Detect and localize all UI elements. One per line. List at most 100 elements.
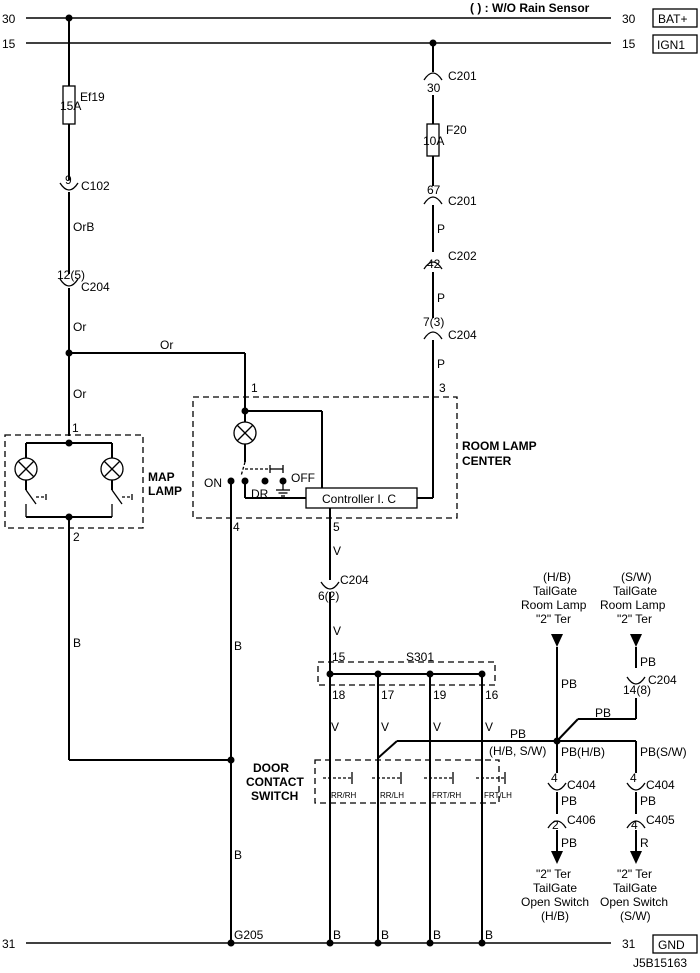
- bulb-room-icon: [233, 421, 257, 445]
- c204-room-pin: 6(2): [318, 589, 339, 603]
- wire-v-17: V: [381, 720, 389, 734]
- c201a-id: C201: [448, 69, 477, 83]
- hb-switch-line-4: (H/B): [541, 909, 569, 923]
- sw-lamp-line-1: (S/W): [621, 570, 652, 584]
- connector-c204-left-icon: [59, 278, 79, 287]
- ign-rail-num-left: 15: [2, 37, 16, 51]
- ign-rail-tag: IGN1: [657, 38, 685, 52]
- splice-pin-16: 16: [485, 688, 499, 702]
- connector-c204-right-icon: [423, 331, 443, 340]
- wire-pb-hb-2: PB(H/B): [561, 745, 605, 759]
- c405-pin: 4: [631, 818, 638, 832]
- c102-pin: 9: [65, 173, 72, 187]
- wire-pb-a: PB: [561, 794, 577, 808]
- wire-b-gnd-1: B: [333, 928, 341, 942]
- connector-c201-top-icon: [423, 72, 443, 81]
- connector-c404b-icon: [626, 782, 646, 791]
- wire-v-2: V: [333, 624, 341, 638]
- door-switch-title-2: CONTACT: [246, 775, 304, 789]
- c201b-pin: 67: [427, 183, 441, 197]
- door-switch-frt-rh: FRT/RH: [432, 791, 461, 800]
- hb-lamp-line-3: Room Lamp: [521, 598, 587, 612]
- room-lamp-title-2: CENTER: [462, 454, 512, 468]
- hb-switch-line-2: TailGate: [533, 881, 577, 895]
- wire-or-3: Or: [73, 387, 86, 401]
- c406-id: C406: [567, 813, 596, 827]
- ign-rail-num-right: 15: [622, 37, 636, 51]
- sw-lamp-line-4: "2" Ter: [617, 612, 652, 626]
- arrow-hb-lamp-icon: [551, 634, 563, 647]
- wire-b-gnd-3: B: [433, 928, 441, 942]
- c404b-id: C404: [646, 778, 675, 792]
- bulb-right-icon: [100, 457, 124, 481]
- switch-off-label: OFF: [291, 471, 315, 485]
- gnd-rail-tag: GND: [658, 938, 685, 952]
- connector-c204-tg-icon: [626, 676, 646, 685]
- tailgate-section: (H/B) TailGate Room Lamp "2" Ter (S/W) T…: [521, 570, 687, 923]
- sw-switch-line-4: (S/W): [620, 909, 651, 923]
- connector-c201-bottom-icon: [423, 196, 443, 205]
- door-switch-rr-rh: RR/RH: [331, 791, 357, 800]
- splice-pin-19: 19: [433, 688, 447, 702]
- arrow-hb-switch-icon: [551, 851, 563, 864]
- map-lamp-pin-top: 1: [72, 421, 79, 435]
- connector-c202-icon: [423, 261, 443, 270]
- arrow-sw-switch-icon: [630, 851, 642, 864]
- c405-id: C405: [646, 813, 675, 827]
- splice-pin-in: 15: [332, 650, 346, 664]
- wire-pb-c: PB: [561, 836, 577, 850]
- wire-p-1: P: [437, 222, 445, 236]
- wire-v-18: V: [331, 720, 339, 734]
- connector-c404a-icon: [547, 782, 567, 791]
- controller-ic-label: Controller I. C: [322, 492, 396, 506]
- wire-p-2: P: [437, 291, 445, 305]
- left-branch: Ef19 15A 9 C102 OrB 12(5) C204 Or Or Or: [57, 14, 245, 436]
- door-switch-contacts-icon: [323, 772, 506, 784]
- connector-c204-room-icon: [320, 581, 340, 590]
- hb-lamp-line-1: (H/B): [543, 570, 571, 584]
- switch-left-icon: [25, 489, 47, 517]
- room-lamp-switch-icon: [227, 461, 287, 485]
- hb-lamp-line-2: TailGate: [533, 584, 577, 598]
- room-lamp-pin-5: 5: [333, 520, 340, 534]
- connector-c406-icon: [547, 820, 567, 829]
- room-lamp-pin-1: 1: [251, 381, 258, 395]
- wire-r: R: [640, 836, 649, 850]
- ground-junctions: G205 B B B B: [227, 928, 493, 947]
- sw-switch-line-3: Open Switch: [600, 895, 668, 909]
- ground-symbol-icon: [276, 481, 290, 497]
- splice-pin-17: 17: [381, 688, 395, 702]
- splice-pin-18: 18: [332, 688, 346, 702]
- sw-lamp-line-2: TailGate: [613, 584, 657, 598]
- fuse-ef19-rating: 15A: [60, 99, 81, 113]
- wire-v: V: [333, 544, 341, 558]
- bat-rail-tag: BAT+: [658, 12, 687, 26]
- c204-tg-pin: 14(8): [623, 683, 651, 697]
- right-branch: 30 C201 F20 10A 67 C201 P 42 C202 P 7(3)…: [423, 39, 477, 492]
- sw-switch-line-1: "2" Ter: [617, 867, 652, 881]
- hb-switch-line-3: Open Switch: [521, 895, 589, 909]
- fuse-f20-id: F20: [446, 123, 467, 137]
- room-lamp-title-1: ROOM LAMP: [462, 439, 537, 453]
- sw-switch-line-2: TailGate: [613, 881, 657, 895]
- c202-pin: 42: [427, 257, 441, 271]
- fuse-ef19-id: Ef19: [80, 90, 105, 104]
- c404b-pin: 4: [630, 771, 637, 785]
- room-lamp-pin-4: 4: [233, 520, 240, 534]
- splice-id: S301: [406, 650, 434, 664]
- wire-b-pin4: B: [234, 639, 242, 653]
- wire-or-2: Or: [160, 338, 173, 352]
- wire-v-19: V: [433, 720, 441, 734]
- map-lamp-title-1: MAP: [148, 470, 175, 484]
- controller-ic-box: [305, 487, 418, 509]
- c202-id: C202: [448, 249, 477, 263]
- map-lamp-pin-bottom: 2: [73, 530, 80, 544]
- wire-p-3: P: [437, 357, 445, 371]
- c201a-pin: 30: [427, 81, 441, 95]
- hb-lamp-line-4: "2" Ter: [536, 612, 571, 626]
- hb-switch-line-1: "2" Ter: [536, 867, 571, 881]
- bat-rail: 30 30 BAT+: [2, 8, 698, 28]
- c406-pin: 2: [552, 818, 559, 832]
- gnd-rail-num-left: 31: [2, 937, 16, 951]
